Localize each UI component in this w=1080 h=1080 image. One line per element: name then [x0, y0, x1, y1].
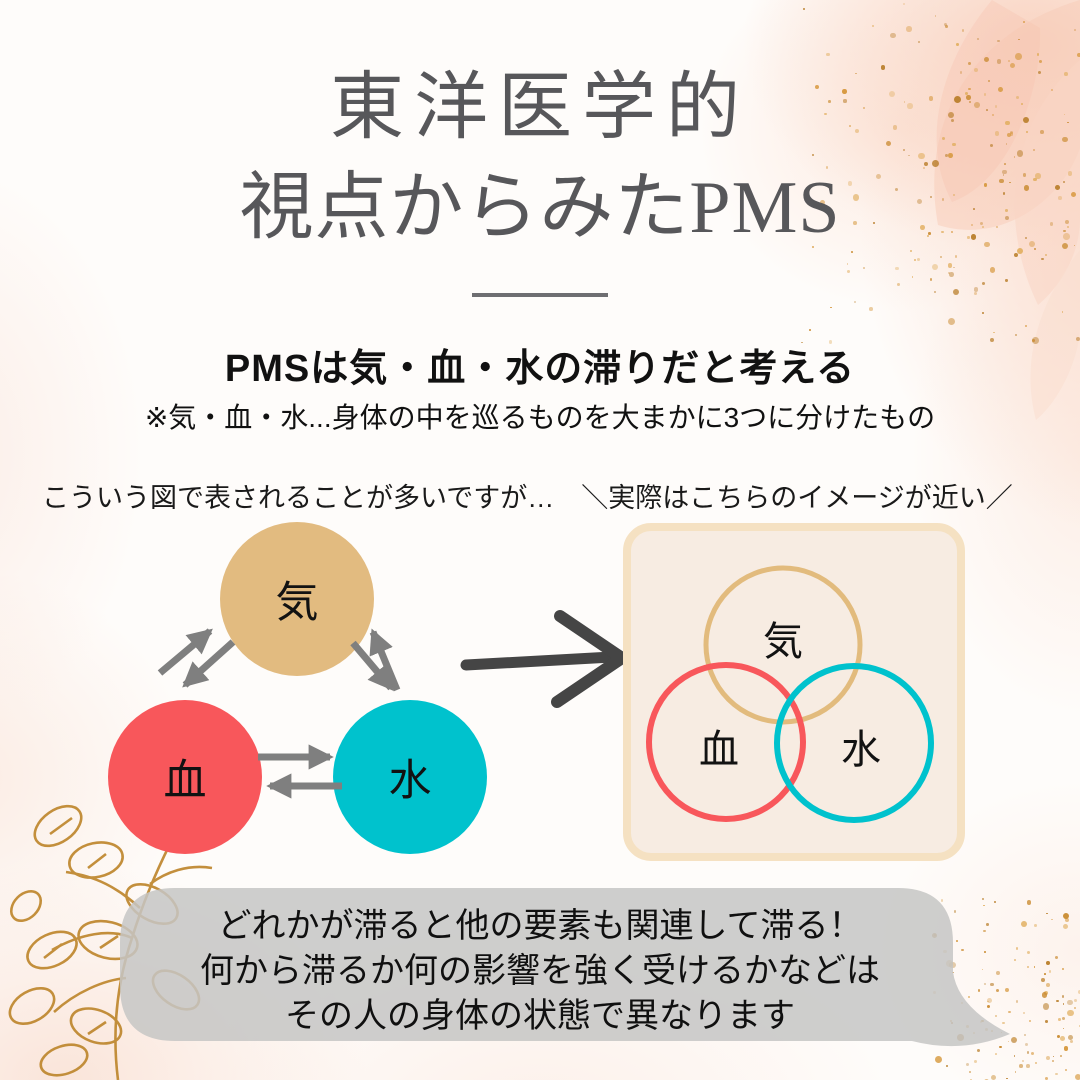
- qi-node-label: 気: [275, 579, 319, 627]
- water-to-qi-arrow: [369, 628, 401, 692]
- bubble-text-line2: 何から滞るか何の影響を強く受けるかなどは: [200, 952, 880, 990]
- left-diagram-caption: こういう図で表されることが多いですが…: [42, 483, 555, 513]
- page-title-line1: 東洋医学的: [330, 67, 750, 149]
- page-title: 東洋医学的 視点からみたPMS: [0, 58, 1080, 258]
- qi-to-water-arrow: [350, 640, 394, 691]
- bubble-text-line3: その人の身体の状態で異なります: [285, 997, 795, 1035]
- page-title-line2: 視点からみたPMS: [239, 167, 841, 249]
- blood-to-qi-arrow: [157, 628, 213, 676]
- water-node: 水: [333, 700, 487, 854]
- right-diagram-caption: ＼実際はこちらのイメージが近い／: [581, 483, 1013, 513]
- blood-node-label: 血: [163, 757, 207, 805]
- blood-node: 血: [108, 700, 262, 854]
- qi-node: 気: [220, 522, 374, 676]
- qi-to-blood-arrow: [182, 639, 236, 688]
- transition-arrow: [460, 610, 628, 708]
- title-divider: [472, 293, 608, 297]
- intro-heading: PMSは気・血・水の滞りだと考える: [224, 348, 856, 390]
- water-node-label: 水: [388, 757, 432, 805]
- blood-venn-label: 血: [699, 728, 739, 772]
- qi-venn-label: 気: [763, 620, 803, 664]
- bubble-text-line1: どれかが滞ると他の要素も関連して滞る！: [217, 907, 863, 945]
- water-venn-label: 水: [841, 728, 881, 772]
- intro-note: ※気・血・水...身体の中を巡るものを大まかに3つに分けたもの: [144, 402, 936, 433]
- venn-panel: [623, 523, 965, 861]
